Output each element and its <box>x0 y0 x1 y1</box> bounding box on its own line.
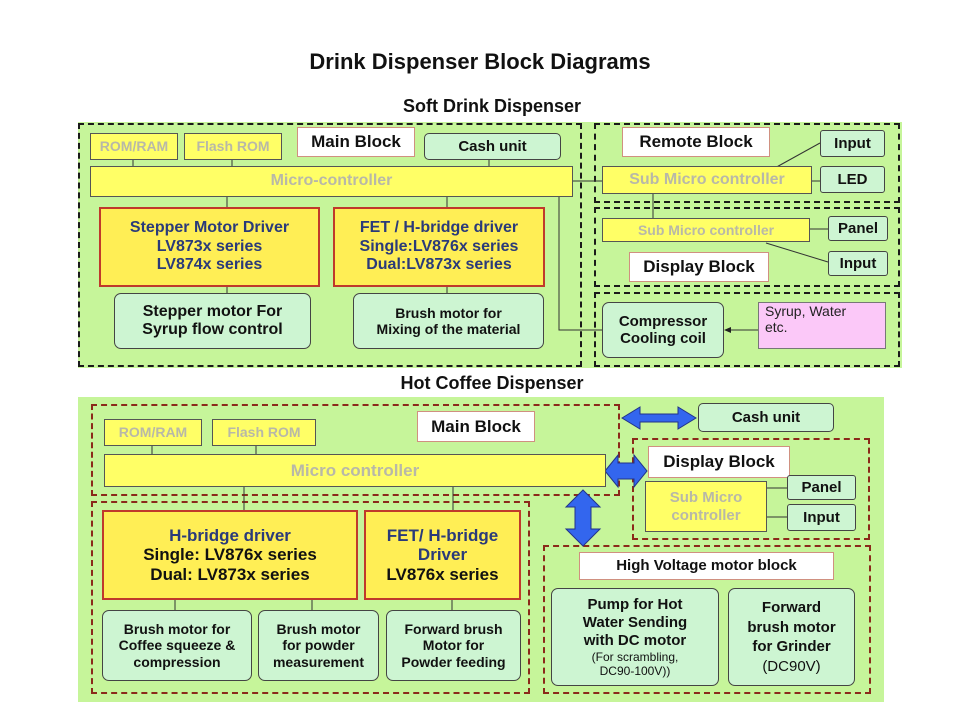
hot-pump-motor: Pump for Hot Water Sending with DC motor… <box>551 588 719 686</box>
hot-driver-block-border <box>91 501 530 694</box>
hot-grinder-motor: Forward brush motor for Grinder (DC90V) <box>728 588 855 686</box>
driver-line: H-bridge driver <box>169 525 291 545</box>
hot-cash-unit: Cash unit <box>698 403 834 432</box>
motor-line: Mixing of the material <box>376 321 521 337</box>
motor-line: Brush motor for <box>123 621 231 638</box>
hot-motor-powder: Brush motor for powder measurement <box>258 610 379 681</box>
motor-line: compression <box>133 653 221 670</box>
soft-micro-controller: Micro-controller <box>90 166 573 197</box>
hot-display-sub-micro: Sub Micro controller <box>645 481 767 532</box>
hot-display-block-label: Display Block <box>648 446 790 478</box>
soft-display-block-label: Display Block <box>629 252 769 282</box>
driver-line: LV876x series <box>386 564 499 584</box>
motor-line: Brush motor for <box>395 304 502 321</box>
soft-drink-heading: Soft Drink Dispenser <box>402 96 582 116</box>
high-voltage-double-arrow <box>564 489 602 547</box>
soft-display-block-border <box>594 207 900 287</box>
hot-main-block-border <box>91 404 620 496</box>
motor-line: Powder feeding <box>401 653 506 670</box>
hot-coffee-heading: Hot Coffee Dispenser <box>400 373 584 393</box>
hot-display-panel: Panel <box>787 475 856 500</box>
grinder-note: (DC90V) <box>762 657 821 675</box>
motor-line: for powder <box>282 637 355 654</box>
driver-line: FET / H-bridge driver <box>359 219 519 237</box>
hot-motor-feed: Forward brush Motor for Powder feeding <box>386 610 521 681</box>
grinder-line: for Grinder <box>752 638 831 655</box>
soft-main-block-label: Main Block <box>297 127 415 157</box>
soft-remote-block-label: Remote Block <box>622 127 770 157</box>
soft-fet-driver: FET / H-bridge driver Single:LV876x seri… <box>333 207 545 287</box>
soft-rom-ram: ROM/RAM <box>90 133 178 160</box>
driver-line: Single:LV876x series <box>359 237 519 255</box>
grinder-line: Forward <box>761 599 822 616</box>
soft-supply: Syrup, Water etc. <box>758 302 886 349</box>
motor-line: Forward brush <box>404 621 503 638</box>
hot-hbridge-driver: H-bridge driver Single: LV876x series Du… <box>102 510 358 600</box>
motor-line: Motor for <box>422 637 485 654</box>
motor-line: measurement <box>272 653 365 670</box>
soft-remote-sub-micro: Sub Micro controller <box>602 166 812 194</box>
compressor-line: Compressor <box>618 312 708 330</box>
pump-line: Pump for Hot <box>587 595 683 613</box>
motor-line: Stepper motor For <box>142 302 283 320</box>
driver-line: Stepper Motor Driver <box>129 219 290 237</box>
hot-high-voltage-border <box>543 545 871 694</box>
motor-line: Coffee squeeze & <box>118 637 236 654</box>
sub-micro-line: controller <box>671 506 741 524</box>
driver-line: LV874x series <box>156 256 263 274</box>
soft-brush-motor: Brush motor for Mixing of the material <box>353 293 544 349</box>
soft-stepper-driver: Stepper Motor Driver LV873x series LV874… <box>99 207 320 287</box>
driver-line: Driver <box>417 545 468 565</box>
compressor-line: Cooling coil <box>620 330 706 347</box>
supply-line: Syrup, Water <box>765 303 847 319</box>
hot-display-block-border <box>632 438 870 540</box>
cash-unit-double-arrow <box>621 406 697 430</box>
hot-fet-driver: FET/ H-bridge Driver LV876x series <box>364 510 521 600</box>
driver-line: Single: LV876x series <box>143 545 317 565</box>
pump-line: with DC motor <box>583 631 687 649</box>
driver-line: Dual:LV873x series <box>366 256 512 274</box>
soft-cash-unit: Cash unit <box>424 133 561 160</box>
hot-micro-controller: Micro controller <box>104 454 606 487</box>
hot-rom-ram: ROM/RAM <box>104 419 202 446</box>
soft-display-panel: Panel <box>828 216 888 241</box>
page-title: Drink Dispenser Block Diagrams <box>309 49 651 74</box>
motor-line: Syrup flow control <box>142 321 283 338</box>
hot-main-block-label: Main Block <box>417 411 535 442</box>
driver-line: LV873x series <box>156 237 263 255</box>
hot-flash-rom: Flash ROM <box>212 419 316 446</box>
soft-stepper-motor: Stepper motor For Syrup flow control <box>114 293 311 349</box>
supply-line: etc. <box>765 319 788 336</box>
grinder-line: brush motor <box>747 618 836 636</box>
soft-display-input: Input <box>828 251 888 276</box>
soft-main-block-border <box>78 123 582 367</box>
motor-line: Brush motor <box>276 621 361 638</box>
soft-remote-input: Input <box>820 130 885 157</box>
soft-remote-block-border <box>594 123 900 203</box>
hot-motor-squeeze: Brush motor for Coffee squeeze & compres… <box>102 610 252 681</box>
hot-high-voltage-label: High Voltage motor block <box>579 552 834 580</box>
soft-compressor: Compressor Cooling coil <box>602 302 724 358</box>
hot-display-input: Input <box>787 504 856 531</box>
driver-line: FET/ H-bridge <box>386 525 499 545</box>
driver-line: Dual: LV873x series <box>150 564 310 584</box>
soft-display-sub-micro: Sub Micro controller <box>602 218 810 242</box>
soft-remote-led: LED <box>820 166 885 193</box>
pump-note: (For scrambling, <box>591 649 679 664</box>
display-double-arrow <box>604 453 648 489</box>
pump-line: Water Sending <box>582 613 688 631</box>
sub-micro-line: Sub Micro <box>669 489 743 507</box>
soft-flash-rom: Flash ROM <box>184 133 282 160</box>
pump-note: DC90-100V)) <box>599 664 671 678</box>
